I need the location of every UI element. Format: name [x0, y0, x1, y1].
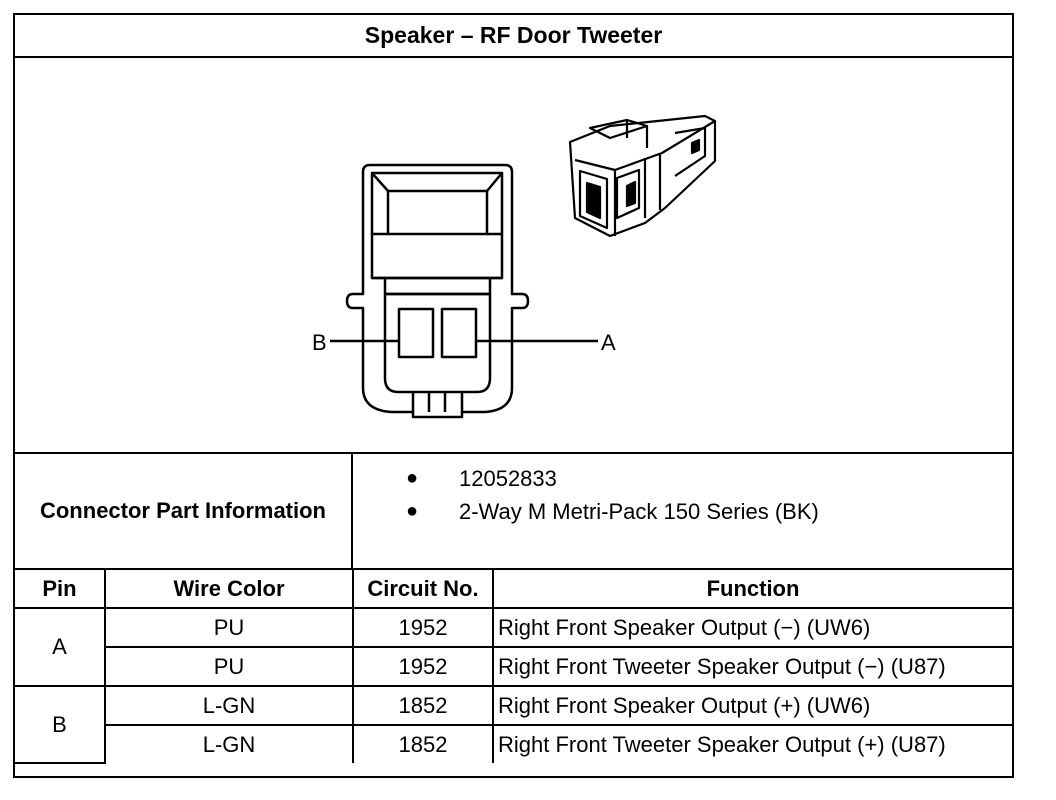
connector-info-label: Connector Part Information	[15, 454, 353, 570]
function-cell: Right Front Speaker Output (−) (UW6)	[492, 607, 1012, 648]
circuit-cell: 1952	[352, 607, 494, 648]
wire-color-cell: L-GN	[104, 724, 354, 763]
header-pin: Pin	[15, 570, 106, 609]
terminal-a	[440, 307, 478, 359]
bullet-icon: ●	[406, 467, 419, 489]
terminal-b	[397, 307, 435, 359]
function-cell: Right Front Speaker Output (+) (UW6)	[492, 685, 1012, 726]
header-wire-color: Wire Color	[104, 570, 354, 609]
circuit-cell: 1952	[352, 646, 494, 687]
pin-cell: B	[15, 685, 106, 764]
list-item: ● 2-Way M Metri-Pack 150 Series (BK)	[353, 495, 1012, 528]
pinout-table: Pin Wire Color Circuit No. Function A PU…	[15, 570, 1012, 764]
table-header-row: Pin Wire Color Circuit No. Function	[15, 570, 1012, 609]
connector-sheet: Speaker – RF Door Tweeter	[13, 13, 1014, 778]
table-row: L-GN 1852 Right Front Tweeter Speaker Ou…	[15, 724, 1012, 763]
table-row: B L-GN 1852 Right Front Speaker Output (…	[15, 685, 1012, 764]
circuit-cell: 1852	[352, 685, 494, 726]
wire-color-cell: L-GN	[104, 685, 354, 726]
function-cell: Right Front Tweeter Speaker Output (+) (…	[492, 724, 1012, 763]
connector-face-outline	[345, 163, 530, 419]
header-function: Function	[492, 570, 1012, 609]
circuit-cell: 1852	[352, 724, 494, 763]
wire-color-cell: PU	[104, 607, 354, 648]
part-number: 12052833	[459, 466, 557, 491]
table-row: PU 1952 Right Front Tweeter Speaker Outp…	[15, 646, 1012, 687]
bullet-icon: ●	[406, 500, 419, 522]
connector-3d-view	[568, 114, 717, 238]
pin-label-a: A	[601, 330, 616, 355]
pin-cell: A	[15, 607, 106, 687]
function-cell: Right Front Tweeter Speaker Output (−) (…	[492, 646, 1012, 687]
page-title: Speaker – RF Door Tweeter	[15, 15, 1012, 58]
connector-drawing: B A	[312, 114, 717, 419]
list-item: ● 12052833	[353, 462, 1012, 495]
wire-color-cell: PU	[104, 646, 354, 687]
terminal-cavity-frame	[383, 292, 492, 394]
header-circuit: Circuit No.	[352, 570, 494, 609]
connector-description: 2-Way M Metri-Pack 150 Series (BK)	[459, 499, 819, 524]
connector-info-list: ● 12052833 ● 2-Way M Metri-Pack 150 Series…	[353, 454, 1012, 570]
pin-label-b: B	[312, 330, 327, 355]
connector-figure: B A	[15, 58, 1012, 454]
table-row: A PU 1952 Right Front Speaker Output (−)…	[15, 607, 1012, 687]
